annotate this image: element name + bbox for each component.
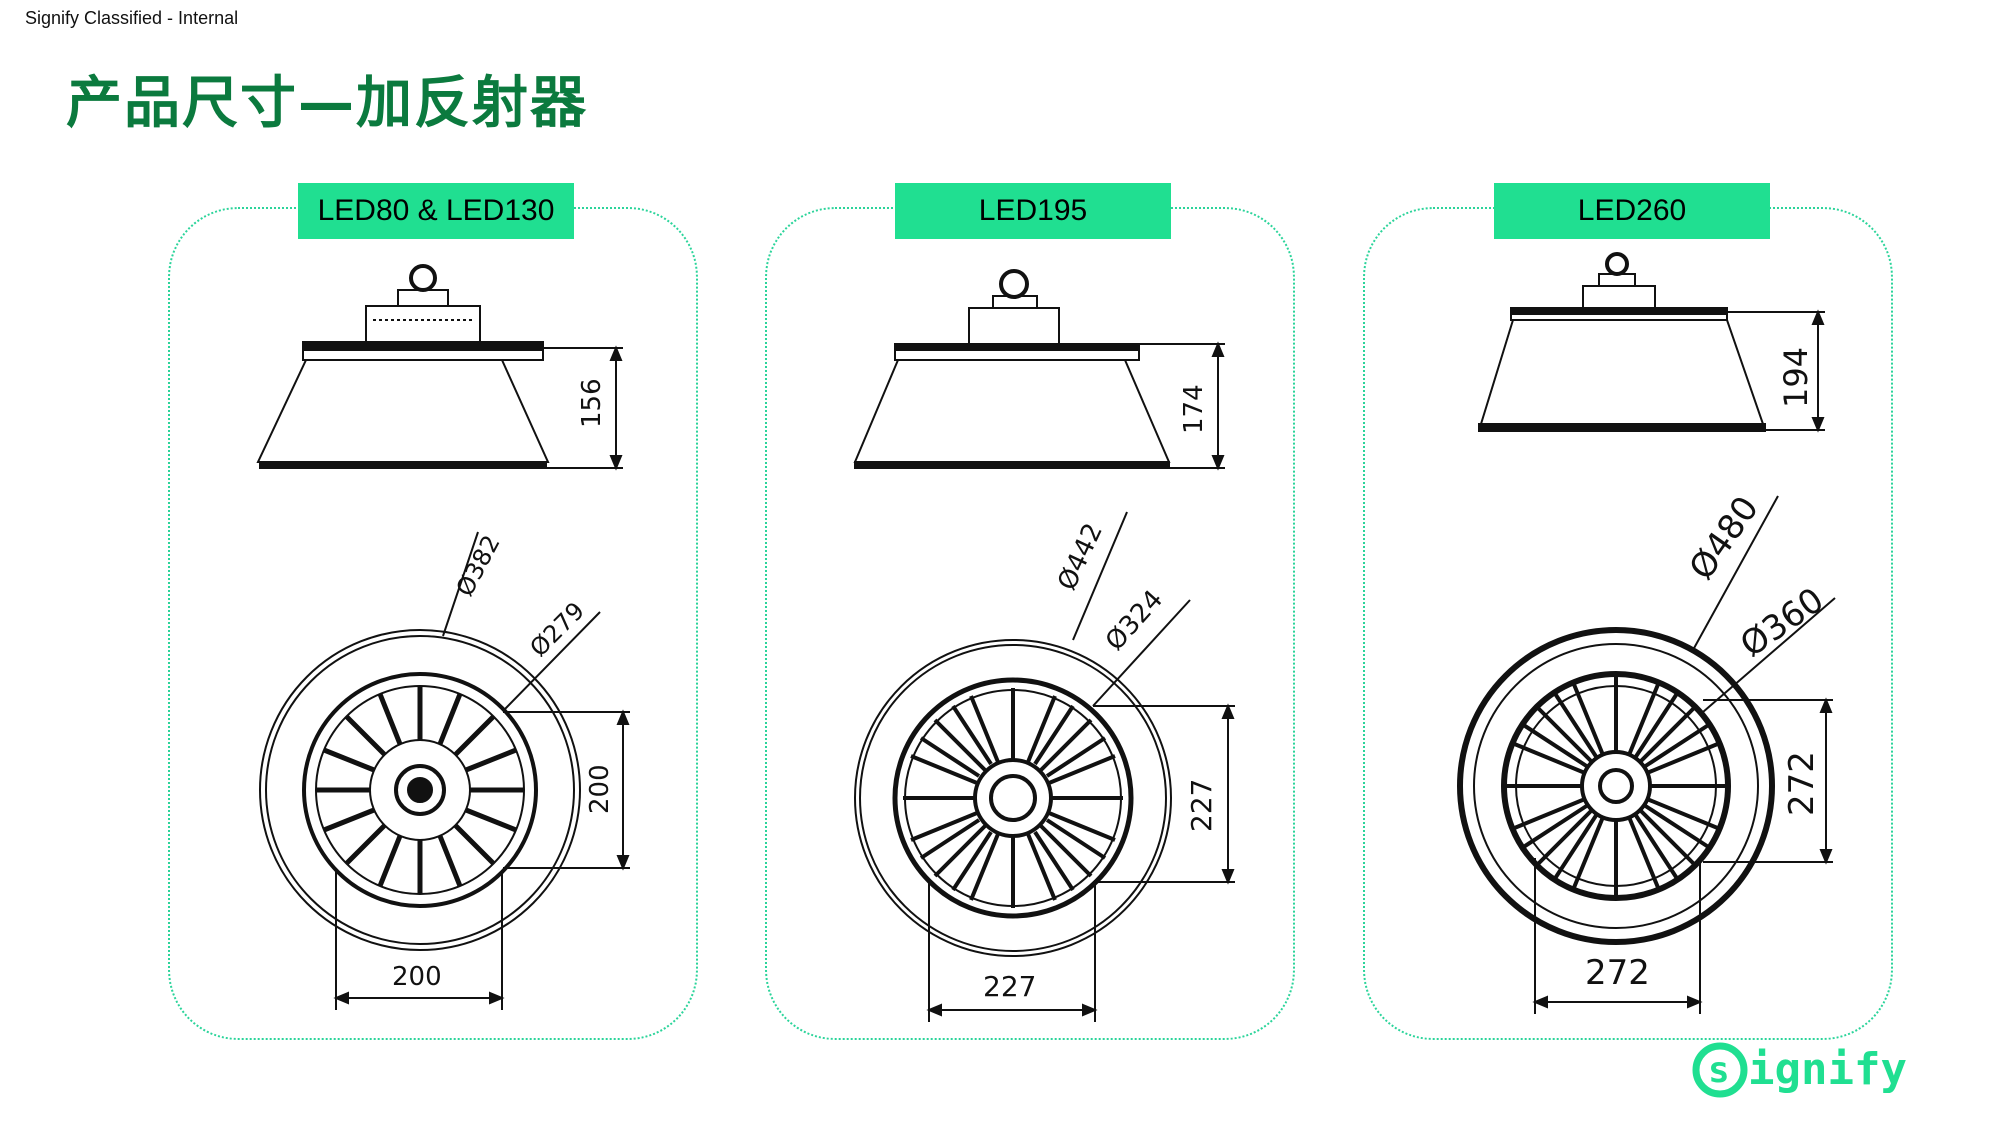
dim-outer-diameter-led195: Ø442 [1052, 519, 1109, 595]
dim-height-led195: 174 [1179, 384, 1209, 434]
top-view-led80-led130 [259, 531, 630, 1010]
dim-inner-diameter-led260: Ø360 [1733, 580, 1831, 665]
dim-horizontal-led80-led130: 200 [392, 962, 442, 992]
side-view-led195 [853, 269, 1225, 471]
drawing-led195: 174 [853, 269, 1235, 1022]
dim-vertical-led260: 272 [1782, 751, 1822, 816]
dim-outer-diameter-led80-led130: Ø382 [451, 531, 506, 601]
dim-height-led260: 194 [1777, 347, 1815, 408]
panel-header-led260: LED260 [1494, 183, 1770, 239]
signify-logo: s ignify [1692, 1042, 1907, 1098]
panel-header-led80-led130: LED80 & LED130 [298, 183, 574, 239]
dim-vertical-led195: 227 [1185, 779, 1218, 832]
dim-inner-diameter-led80-led130: Ø279 [524, 597, 590, 663]
classification-label: Signify Classified - Internal [25, 8, 239, 28]
dim-vertical-led80-led130: 200 [585, 764, 615, 814]
side-view-led260 [1478, 252, 1825, 433]
logo-s-letter: s [1708, 1050, 1730, 1091]
top-view-led195 [854, 511, 1235, 1022]
logo-text: ignify [1748, 1044, 1907, 1095]
dim-height-led80-led130: 156 [577, 378, 607, 428]
top-view-led260 [1457, 495, 1836, 1014]
panel-header-led195: LED195 [895, 183, 1171, 239]
dim-horizontal-led260: 272 [1585, 953, 1650, 993]
side-view-led80-led130 [256, 264, 623, 471]
page-title: 产品尺寸—加反射器 [66, 71, 588, 136]
dim-horizontal-led195: 227 [983, 970, 1036, 1003]
dim-inner-diameter-led195: Ø324 [1100, 585, 1169, 657]
drawing-led260: 194 [1457, 252, 1836, 1014]
drawing-led80-led130: 156 [256, 264, 630, 1010]
